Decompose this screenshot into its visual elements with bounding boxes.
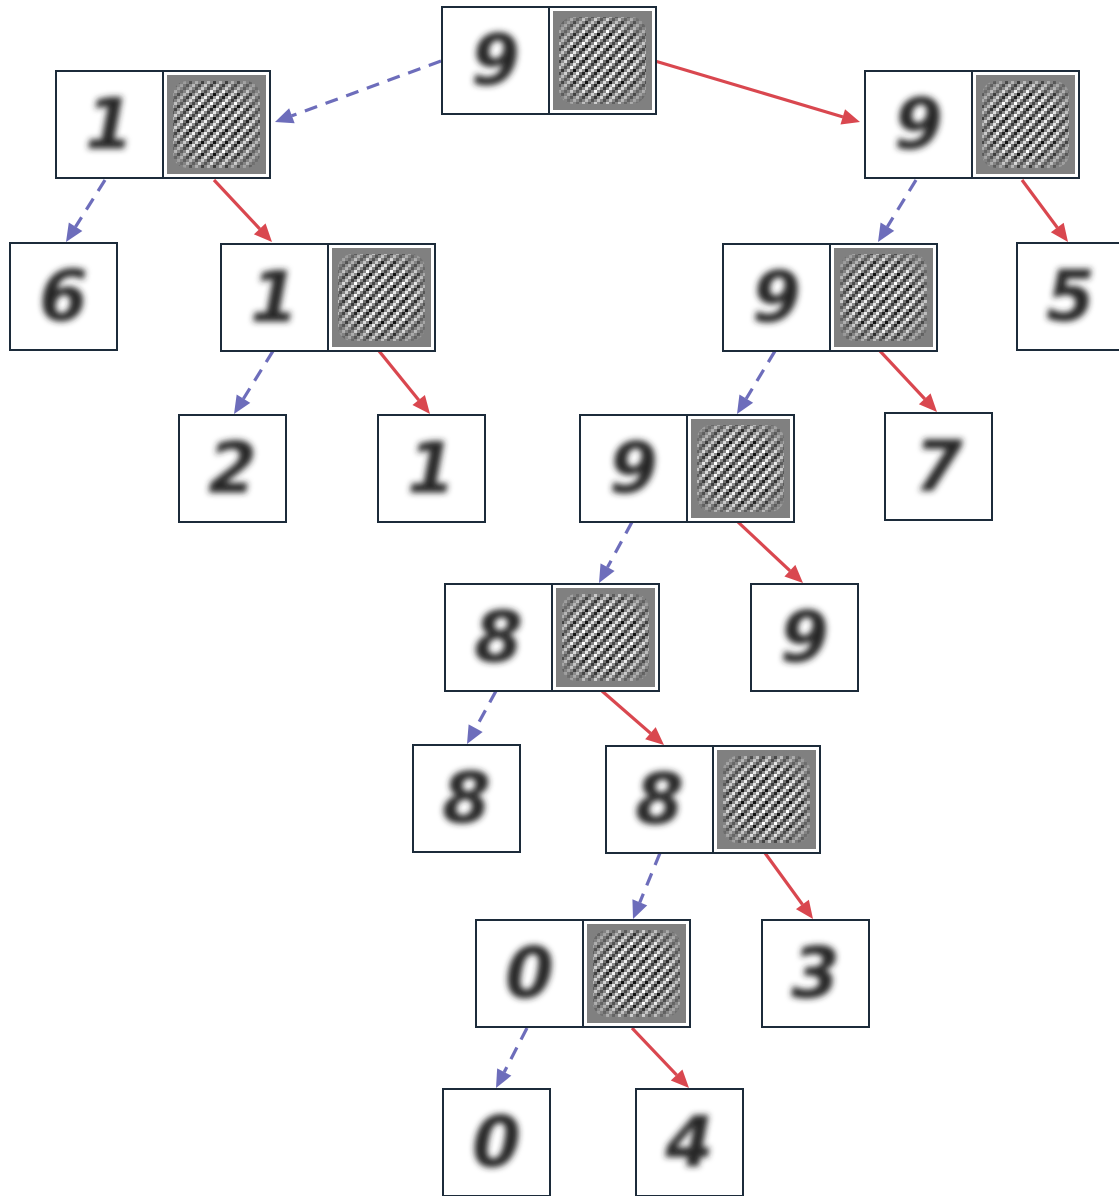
prototype-digit: 7 (914, 426, 963, 508)
edge-left-n8-leaf8 (467, 690, 498, 744)
prototype-digit: 1 (250, 257, 299, 339)
edge-left-n9a-n9b (878, 179, 918, 242)
prototype-image: 6 (9, 242, 118, 351)
node-leaf8: 8 (412, 744, 521, 853)
edge-right-n1b-leaf1 (377, 349, 430, 414)
node-n9a: 9 (864, 70, 1080, 179)
prototype-image: 5 (1016, 242, 1119, 351)
node-leaf6: 6 (9, 242, 118, 351)
edge-left-n9c-n8 (599, 521, 634, 583)
edge-right-n9a-leaf5 (1020, 179, 1068, 242)
edge-left-n9b-n9c (737, 350, 777, 414)
node-leafz: 0 (442, 1088, 551, 1196)
node-leaf2: 2 (178, 414, 287, 523)
prototype-digit: 1 (85, 84, 134, 166)
prototype-image: 9 (722, 243, 831, 352)
node-n1: 1 (55, 70, 271, 179)
prototype-image: 9 (579, 414, 688, 523)
prototype-image: 4 (635, 1088, 744, 1196)
node-leaf5: 5 (1016, 242, 1119, 351)
prototype-digit: 9 (752, 257, 801, 339)
edge-right-n1-n1b (212, 178, 272, 242)
prototype-digit: 2 (208, 428, 257, 510)
node-n9c: 9 (579, 414, 795, 523)
node-leaf9: 9 (750, 583, 859, 692)
filter-image (686, 414, 795, 523)
prototype-image: 8 (412, 744, 521, 853)
filter-image (971, 70, 1080, 179)
prototype-digit: 5 (1046, 256, 1095, 338)
edge-right-n8b-leaf3 (763, 852, 813, 919)
edge-right-n9c-leaf9 (736, 520, 803, 583)
filter-image (712, 745, 821, 854)
filter-image (551, 583, 660, 692)
prototype-digit: 1 (407, 428, 456, 510)
edge-left-n1-leaf6 (66, 179, 107, 242)
node-n0: 0 (475, 919, 691, 1028)
prototype-image: 8 (605, 745, 714, 854)
node-leaf3: 3 (761, 919, 870, 1028)
node-root: 9 (441, 6, 657, 115)
edge-left-n0-leafz (496, 1027, 529, 1088)
prototype-image: 1 (377, 414, 486, 523)
prototype-digit: 9 (894, 84, 943, 166)
edge-left-n8b-n0 (632, 852, 662, 919)
filter-image (162, 70, 271, 179)
node-n9b: 9 (722, 243, 938, 352)
prototype-digit: 0 (472, 1102, 521, 1184)
edge-right-n8-n8b (600, 689, 664, 745)
prototype-image: 8 (444, 583, 553, 692)
prototype-image: 1 (55, 70, 164, 179)
filter-image (327, 243, 436, 352)
prototype-image: 0 (475, 919, 584, 1028)
prototype-digit: 8 (474, 597, 523, 679)
prototype-digit: 0 (505, 933, 554, 1015)
prototype-image: 2 (178, 414, 287, 523)
prototype-image: 3 (761, 919, 870, 1028)
node-n8b: 8 (605, 745, 821, 854)
prototype-image: 9 (750, 583, 859, 692)
node-leaf1: 1 (377, 414, 486, 523)
filter-image (582, 919, 691, 1028)
prototype-digit: 3 (791, 933, 840, 1015)
node-leaf4: 4 (635, 1088, 744, 1196)
prototype-digit: 8 (442, 758, 491, 840)
node-n1b: 1 (220, 243, 436, 352)
prototype-image: 1 (220, 243, 329, 352)
prototype-image: 0 (442, 1088, 551, 1196)
prototype-digit: 9 (780, 597, 829, 679)
edge-left-n1b-leaf2 (234, 350, 275, 414)
node-n8: 8 (444, 583, 660, 692)
prototype-digit: 9 (471, 20, 520, 102)
filter-image (548, 6, 657, 115)
node-leaf7: 7 (884, 412, 993, 521)
prototype-digit: 9 (609, 428, 658, 510)
edge-left-root-n1 (275, 59, 442, 124)
prototype-digit: 4 (664, 1102, 714, 1184)
filter-image (829, 243, 938, 352)
edge-right-n9b-leaf7 (878, 349, 937, 412)
prototype-digit: 6 (39, 256, 88, 338)
prototype-image: 9 (441, 6, 550, 115)
prototype-image: 7 (884, 412, 993, 521)
edge-right-n0-leaf4 (630, 1026, 689, 1088)
prototype-image: 9 (864, 70, 973, 179)
prototype-digit: 8 (635, 759, 684, 841)
edge-right-root-n9a (654, 59, 860, 125)
